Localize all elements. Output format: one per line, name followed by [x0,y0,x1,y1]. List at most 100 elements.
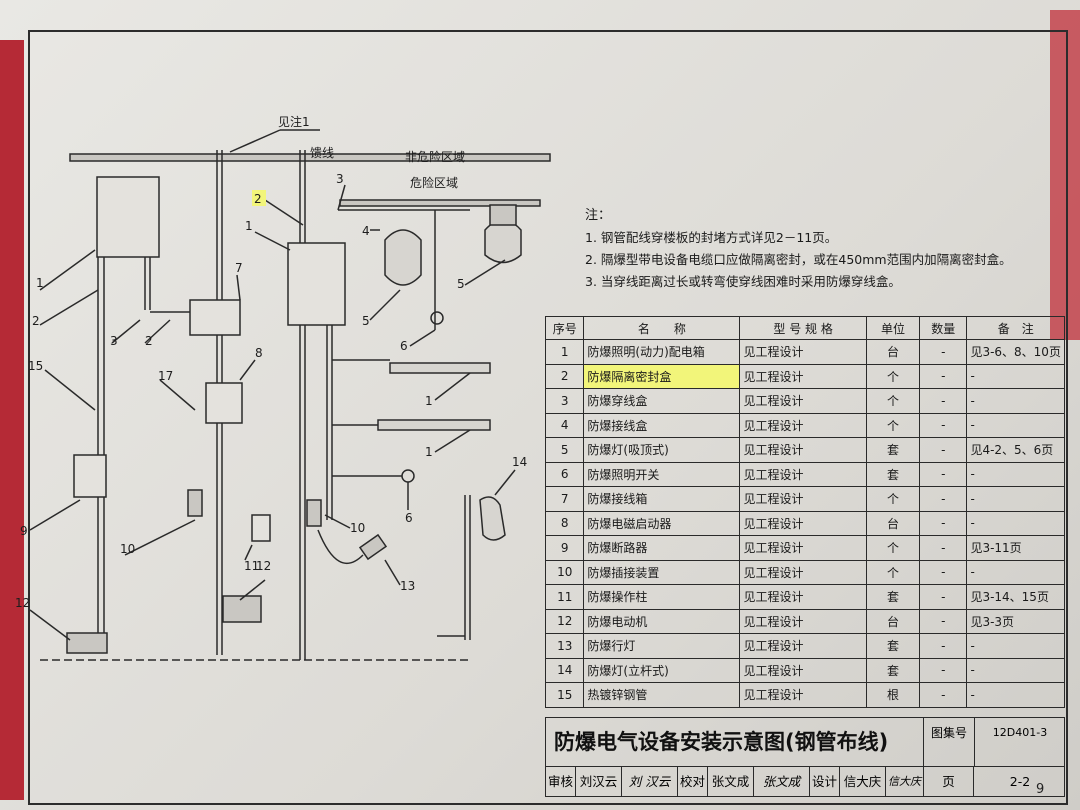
callout-5b: 5 [457,277,465,291]
cell-name: 防爆电磁启动器 [583,510,741,536]
auditor-name: 刘汉云 [576,767,622,796]
cell-name: 防爆电动机 [583,608,741,634]
callout-11: 11 [244,559,259,573]
cell-unit: 个 [865,412,921,438]
cell-model: 见工程设计 [739,584,867,610]
cell-name: 防爆接线盒 [583,412,741,438]
auditor-signature: 刘 汉云 [622,767,678,796]
cell-model: 见工程设计 [739,535,867,561]
cell-name: 防爆照明开关 [583,461,741,487]
checker-name: 张文成 [708,767,754,796]
audit-label: 审核 [546,767,576,796]
cell-model: 见工程设计 [739,388,867,414]
cell-remark: - [966,633,1065,659]
callout-10: 10 [120,542,135,556]
cell-no: 3 [544,388,585,414]
note-item: 2. 隔爆型带电设备电缆口应做隔离密封，或在450mm范围内加隔离密封盒。 [585,252,1012,267]
cell-qty: - [919,437,968,463]
cell-qty: - [919,682,968,708]
cell-unit: 台 [865,339,921,365]
cell-remark: 见3-11页 [966,535,1065,561]
cell-qty: - [919,608,968,634]
notes-block: 注： 1. 钢管配线穿楼板的封堵方式详见2－11页。 2. 隔爆型带电设备电缆口… [585,205,1045,293]
motor-12 [222,595,262,623]
callout-3: 3 [110,334,118,348]
callout-12: 12 [256,559,271,573]
cell-no: 4 [544,412,585,438]
col-header-model: 型 号 规 格 [739,316,867,340]
ceiling-lamp-5a [384,229,422,286]
note-item: 1. 钢管配线穿楼板的封堵方式详见2－11页。 [585,230,838,245]
cell-remark: - [966,657,1065,683]
checker-signature: 张文成 [754,767,810,796]
page-label: 页 [924,767,974,796]
cell-name: 防爆行灯 [583,633,741,659]
callout-5a: 5 [362,314,370,328]
cell-no: 1 [544,339,585,365]
pole-lamp-14 [479,496,506,541]
drawing-frame [28,30,1068,805]
cell-qty: - [919,363,968,389]
cell-name: 防爆接线箱 [583,486,741,512]
callout-17: 17 [158,369,173,383]
callout-1c: 1 [245,219,253,233]
cell-qty: - [919,486,968,512]
cell-no: 2 [544,363,585,389]
note-item: 3. 当穿线距离过长或转弯使穿线困难时采用防爆穿线盒。 [585,274,901,289]
cell-no: 13 [544,633,585,659]
breaker-9 [73,454,107,498]
callout-12b: 12 [15,596,30,610]
callout-2: 2 [32,314,40,328]
table-header-row: 序号 名 称 型 号 规 格 单位 数量 备 注 [544,316,1065,340]
ceiling-lamp-5b [484,219,522,264]
atlas-number: 12D401-3 [992,726,1048,739]
cell-no: 7 [544,486,585,512]
cell-no: 11 [544,584,585,610]
highlight-mark [252,190,266,206]
cell-name: 防爆灯(立杆式) [583,657,741,683]
callout-13: 13 [400,579,415,593]
operating-post-11 [251,514,271,542]
designer-name: 信大庆 [840,767,886,796]
cell-no: 14 [544,657,585,683]
distribution-box-center [287,242,346,326]
feeder-label: 馈线 [310,146,334,160]
starter-8 [205,382,243,424]
cell-remark: - [966,559,1065,585]
floor-slab [69,153,551,162]
cell-unit: 套 [865,657,921,683]
cell-remark: 见4-2、5、6页 [966,437,1065,463]
cell-unit: 套 [865,633,921,659]
cell-unit: 个 [865,388,921,414]
cell-remark: 见3-3页 [966,608,1065,634]
cell-name: 防爆断路器 [583,535,741,561]
cell-no: 15 [544,682,585,708]
cell-model: 见工程设计 [739,461,867,487]
designer-signature: 信大庆 [886,767,924,796]
cell-qty: - [919,584,968,610]
plug-device-10b [306,499,322,527]
cell-unit: 根 [865,682,921,708]
lamp-switch-6a [430,311,444,325]
cell-qty: - [919,633,968,659]
cell-remark: - [966,510,1065,536]
hand-lamp-13 [358,533,388,561]
hand-lamp-cable [317,529,364,565]
cell-remark: - [966,388,1065,414]
cell-name: 防爆照明(动力)配电箱 [583,339,741,365]
cell-remark: - [966,363,1065,389]
cell-model: 见工程设计 [739,682,867,708]
cell-name: 防爆穿线盒 [583,388,741,414]
cell-model: 见工程设计 [739,633,867,659]
callout-6b: 6 [405,511,413,525]
col-header-unit: 单位 [865,316,921,340]
cell-no: 10 [544,559,585,585]
